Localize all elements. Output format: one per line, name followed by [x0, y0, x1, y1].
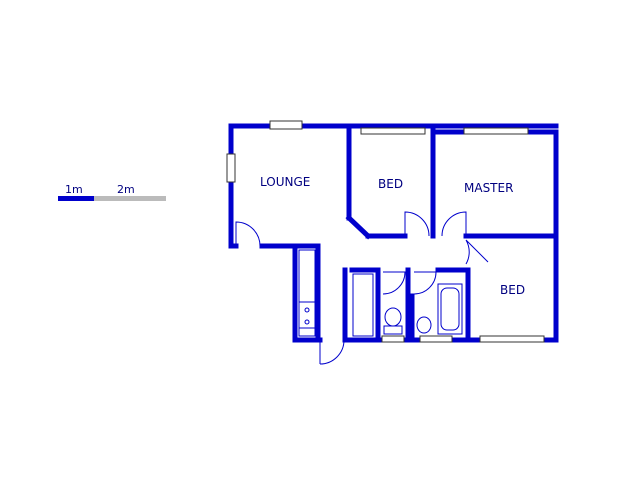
window-bed1-top — [360, 127, 426, 135]
door-master — [441, 211, 467, 237]
window-wc-bottom — [381, 335, 405, 343]
windows — [226, 120, 545, 343]
stove-burner-1 — [304, 307, 310, 313]
toilet-cistern — [383, 325, 403, 335]
room-label-bed-1: BED — [378, 177, 403, 191]
basin — [416, 316, 432, 334]
scale-label-1m: 1m — [65, 183, 83, 196]
bathtub — [437, 283, 463, 335]
scale-bar: 1m 2m — [58, 183, 166, 201]
window-lounge-left — [226, 153, 236, 183]
fixtures — [298, 249, 463, 337]
scale-label-2m: 2m — [117, 183, 135, 196]
room-label-lounge: LOUNGE — [260, 175, 310, 189]
door-bed1 — [404, 211, 430, 237]
room-label-bed-2: BED — [500, 283, 525, 297]
scale-bar-primary-segment — [58, 196, 94, 201]
window-master-top — [463, 127, 529, 135]
doors — [235, 211, 489, 365]
window-lounge-top — [269, 120, 303, 130]
room-labels: LOUNGE BED MASTER BED — [260, 175, 525, 297]
door-entrance — [319, 339, 345, 365]
stove-burner-2 — [304, 319, 310, 325]
door-bed2 — [465, 239, 489, 265]
door-lounge — [235, 221, 261, 247]
passage-cupboard — [352, 273, 374, 337]
kitchen-counter — [298, 249, 316, 337]
room-label-master: MASTER — [464, 181, 513, 195]
walls — [228, 123, 559, 343]
scale-bar-secondary-segment — [94, 196, 166, 201]
door-wc — [382, 271, 406, 295]
kitchen-sink — [298, 301, 316, 329]
door-bath — [413, 271, 437, 295]
bathtub-inner — [440, 287, 460, 331]
toilet-bowl — [384, 307, 402, 327]
window-bed2-bottom — [479, 335, 545, 343]
window-bath-bottom — [419, 335, 453, 343]
wall-bed1-diagonal — [345, 214, 372, 240]
